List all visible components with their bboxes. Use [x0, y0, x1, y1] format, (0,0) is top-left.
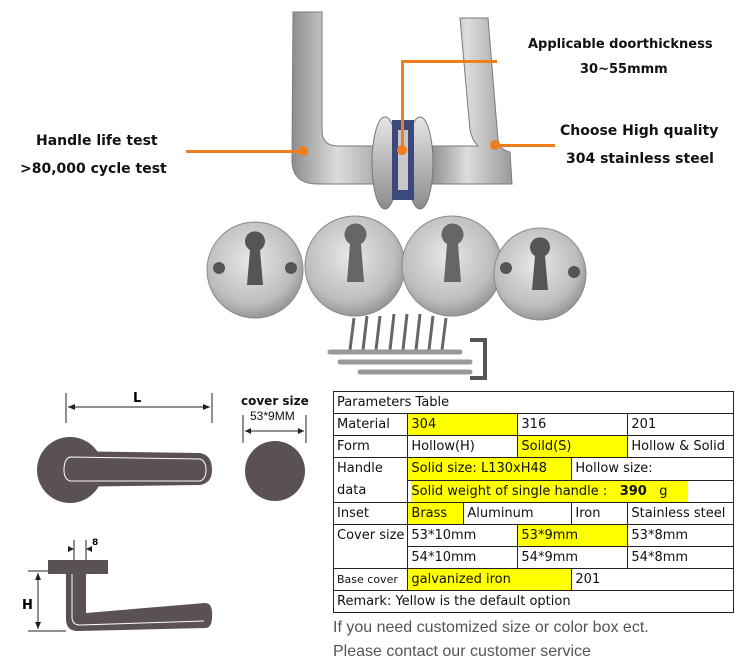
form-both: Hollow & Solid [627, 435, 735, 458]
inset-steel: Stainless steel [627, 502, 735, 525]
table-row: 54*10mm 54*9mm 54*8mm [334, 546, 735, 569]
inset-brass: Brass [407, 502, 465, 525]
solid-size-label: Solid size: [411, 461, 481, 477]
form-hollow: Hollow(H) [407, 435, 519, 458]
material-316: 316 [517, 413, 629, 436]
right-handle [429, 17, 513, 185]
solid-weight-highlight: Solid weight of single handle : 390 g [411, 480, 688, 502]
table-row: Form Hollow(H) Soild(S) Hollow & Solid [332, 435, 735, 458]
cover-54-8: 54*8mm [627, 546, 735, 569]
material-label: Material [332, 413, 409, 436]
cover-size-label: Cover size [332, 524, 409, 569]
base-plate-side [48, 560, 108, 574]
steel-callout-line [498, 144, 555, 147]
product-photo [206, 11, 587, 380]
hollow-size: Hollow size: [571, 457, 735, 481]
note-customized: If you need customized size or color box… [333, 619, 649, 636]
tech-drawing [28, 393, 307, 632]
door-thickness-value: 30~55mmm [580, 62, 668, 77]
cover-54-9: 54*9mm [517, 546, 629, 569]
door-thickness-title: Applicable doorthickness [528, 37, 713, 52]
dim-label-l: L [133, 391, 142, 406]
table-row: Inset Brass Aluminum Iron Stainless stee… [332, 502, 735, 525]
cover-disc-drawing [245, 441, 305, 501]
remark: Remark: Yellow is the default option [332, 590, 735, 613]
door-callout-line-h [401, 60, 497, 63]
steel-title: Choose High quality [560, 123, 719, 139]
life-test-value: >80,000 cycle test [20, 161, 167, 177]
material-304: 304 [407, 413, 519, 436]
table-title: Parameters Table [332, 391, 735, 414]
form-label: Form [332, 435, 409, 458]
table-row: Parameters Table [332, 391, 735, 414]
inset-aluminum: Aluminum [463, 502, 573, 525]
parameters-table: Parameters Table Material 304 316 201 Fo… [332, 391, 735, 613]
screws [348, 313, 448, 351]
steel-callout-dot [490, 140, 500, 150]
lever-top-view [52, 451, 212, 487]
cover-53-10: 53*10mm [407, 524, 519, 547]
inset-iron: Iron [571, 502, 629, 525]
note-contact: Please contact our customer service [333, 643, 591, 660]
inset-label: Inset [332, 502, 409, 525]
lever-side-view [66, 574, 213, 631]
cover-size-value: 53*9MM [250, 409, 295, 423]
steel-value: 304 stainless steel [566, 151, 714, 167]
handle-label: Handle [337, 461, 383, 476]
cover-disc-2 [304, 215, 406, 317]
solid-weight-unit: g [659, 483, 668, 499]
dim-label-8: 8 [92, 538, 99, 548]
table-row: Solid weight of single handle : 390 g [334, 479, 735, 503]
material-201: 201 [627, 413, 735, 436]
base-cover-label: Base cover [332, 568, 409, 591]
solid-weight-value: 390 [619, 483, 647, 499]
solid-weight-cell: Solid weight of single handle : 390 g [407, 479, 735, 503]
form-solid: Soild(S) [517, 435, 629, 458]
door-callout-line-v [401, 60, 404, 150]
solid-size-cell: Solid size: L130xH48 [407, 457, 573, 481]
dim-label-h: H [22, 598, 33, 613]
base-201: 201 [571, 568, 735, 591]
data-label: data [337, 483, 367, 498]
cover-disc-4 [493, 227, 587, 321]
cover-size-title: cover size [241, 394, 309, 408]
life-callout-dot [298, 146, 308, 156]
cover-53-9: 53*9mm [517, 524, 629, 547]
table-row: Remark: Yellow is the default option [332, 590, 735, 613]
table-row: Cover size 53*10mm 53*9mm 53*8mm [332, 524, 735, 569]
cover-disc-1 [206, 221, 304, 319]
base-galvanized: galvanized iron [407, 568, 573, 591]
table-row: Handle data Solid size: L130xH48 Hollow … [332, 457, 735, 503]
bolts [327, 349, 473, 375]
door-callout-dot [397, 145, 407, 155]
cover-54-10: 54*10mm [407, 546, 519, 569]
handle-data-label: Handle data [332, 457, 409, 503]
table-row: Material 304 316 201 [332, 413, 735, 436]
cover-53-8: 53*8mm [627, 524, 735, 547]
table-row: Base cover galvanized iron 201 [332, 568, 735, 591]
life-test-title: Handle life test [36, 133, 158, 149]
cover-disc-3 [401, 215, 503, 317]
solid-weight-label: Solid weight of single handle : [411, 483, 608, 499]
solid-size-value: L130xH48 [480, 461, 548, 477]
life-callout-line [186, 150, 300, 153]
allen-key [470, 338, 487, 380]
